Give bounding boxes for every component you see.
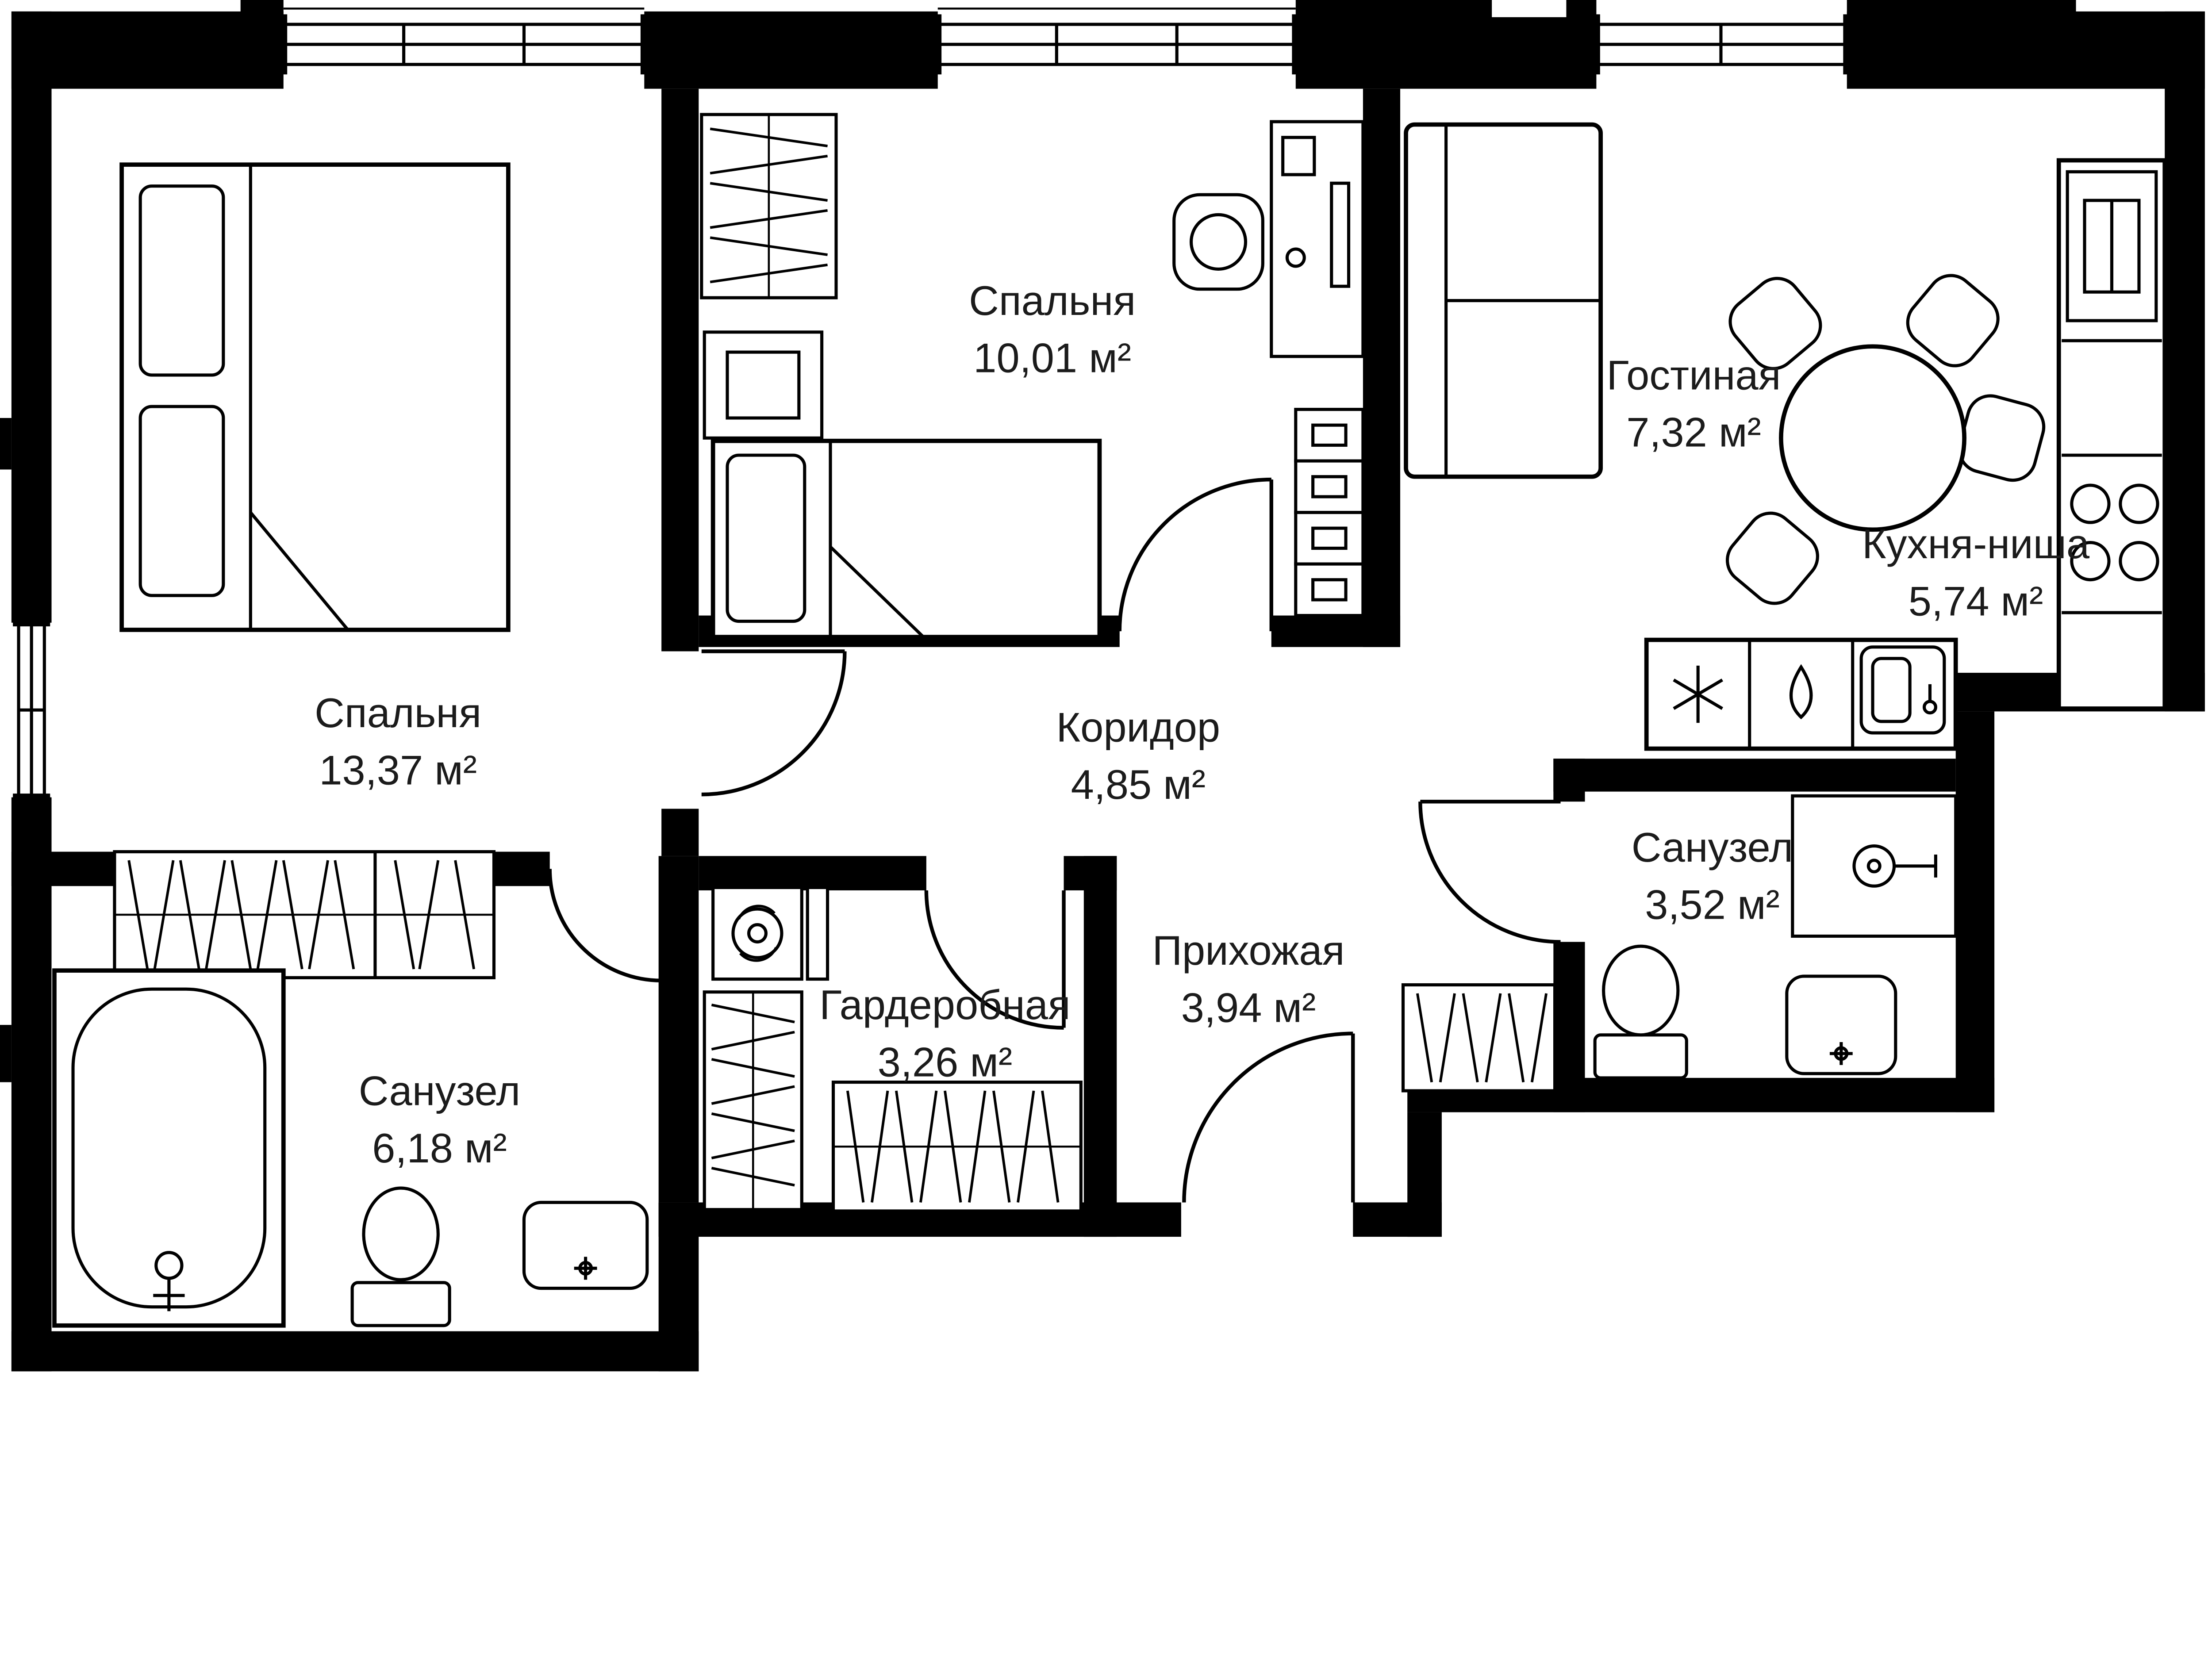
room-name-hallway: Прихожая [1152, 927, 1345, 974]
doors [548, 477, 1561, 1203]
room-name-bathroom-3: Санузел [1632, 824, 1793, 870]
room-labels: Спальня 10,01 м² Гостиная 7,32 м² Кухня-… [315, 277, 2090, 1171]
door-bedroom-10 [1118, 477, 1273, 632]
window-top-left [282, 8, 645, 75]
wardrobe-bedroom-10-icon [700, 113, 838, 299]
desk-icon [1270, 120, 1365, 358]
hood-drop-icon [1789, 664, 1813, 720]
window-top-middle [937, 8, 1297, 75]
hanger-rail-horizontal-icon [831, 1081, 1083, 1213]
room-name-corridor: Коридор [1056, 704, 1221, 750]
window-left [13, 621, 50, 798]
room-area-bathroom-6: 6,18 м² [372, 1125, 507, 1171]
single-bed-icon [710, 438, 1102, 639]
room-area-bedroom-13: 13,37 м² [319, 747, 477, 793]
room-area-hallway: 3,94 м² [1181, 985, 1316, 1031]
fridge-snowflake-icon [1673, 665, 1724, 723]
stove-hob-icon [2070, 483, 2159, 582]
washing-machine-icon [711, 886, 830, 981]
windows [13, 8, 1848, 798]
hallway-closet-icon [1401, 983, 1557, 1093]
room-area-bathroom-3: 3,52 м² [1645, 882, 1779, 928]
room-name-bedroom-13: Спальня [315, 690, 481, 736]
apartment-floor-plan-svg: Спальня 10,01 м² Гостиная 7,32 м² Кухня-… [0, 0, 2205, 1372]
sofa-icon [1404, 122, 1603, 479]
wardrobe-bedroom-13-icon [113, 850, 496, 979]
drawer-unit-icon [1294, 408, 1365, 617]
sink-icon [522, 1200, 649, 1290]
room-name-bedroom-10: Спальня [969, 277, 1136, 324]
dresser-icon [703, 330, 824, 440]
hanger-rail-vertical-icon [703, 990, 803, 1212]
room-area-living: 7,32 м² [1626, 409, 1761, 456]
door-entrance [1182, 1031, 1355, 1203]
toilet-icon [350, 1186, 451, 1327]
double-bed-icon [119, 162, 511, 632]
room-name-kitchen: Кухня-ниша [1862, 521, 2090, 567]
door-wardrobe-room [924, 890, 1066, 1030]
chair-icon [1728, 276, 1822, 370]
room-area-bedroom-10: 10,01 м² [973, 334, 1131, 381]
kitchen-counter-right [2056, 158, 2167, 711]
room-area-corridor: 4,85 м² [1071, 761, 1206, 808]
floor-plan: Спальня 10,01 м² Гостиная 7,32 м² Кухня-… [0, 0, 2205, 1372]
kitchen-counter-bottom [1644, 637, 1958, 751]
bathtub-icon [52, 968, 286, 1328]
door-bathroom-3 [1418, 800, 1561, 944]
door-bathroom-6 [548, 869, 664, 983]
room-area-wardrobe: 3,26 м² [878, 1039, 1013, 1085]
room-area-kitchen: 5,74 м² [1909, 578, 2043, 625]
room-name-wardrobe: Гардеробная [819, 982, 1071, 1028]
chair-icon [1958, 394, 2046, 482]
desk-chair-icon [1172, 193, 1264, 291]
kitchen-sink-icon [1859, 645, 1946, 735]
window-top-right [1595, 14, 1848, 75]
room-name-living: Гостиная [1607, 352, 1781, 398]
door-bedroom-13 [701, 649, 847, 797]
chair-icon [1906, 274, 2000, 368]
chair-icon [1725, 511, 1819, 605]
shower-icon [1791, 794, 1958, 938]
room-name-bathroom-6: Санузел [359, 1067, 521, 1114]
toilet-2-icon [1593, 944, 1688, 1080]
dining-table-icon [1725, 274, 2046, 605]
sink-2-icon [1785, 974, 1897, 1075]
furniture [52, 113, 2167, 1328]
walls [0, 0, 2205, 1372]
